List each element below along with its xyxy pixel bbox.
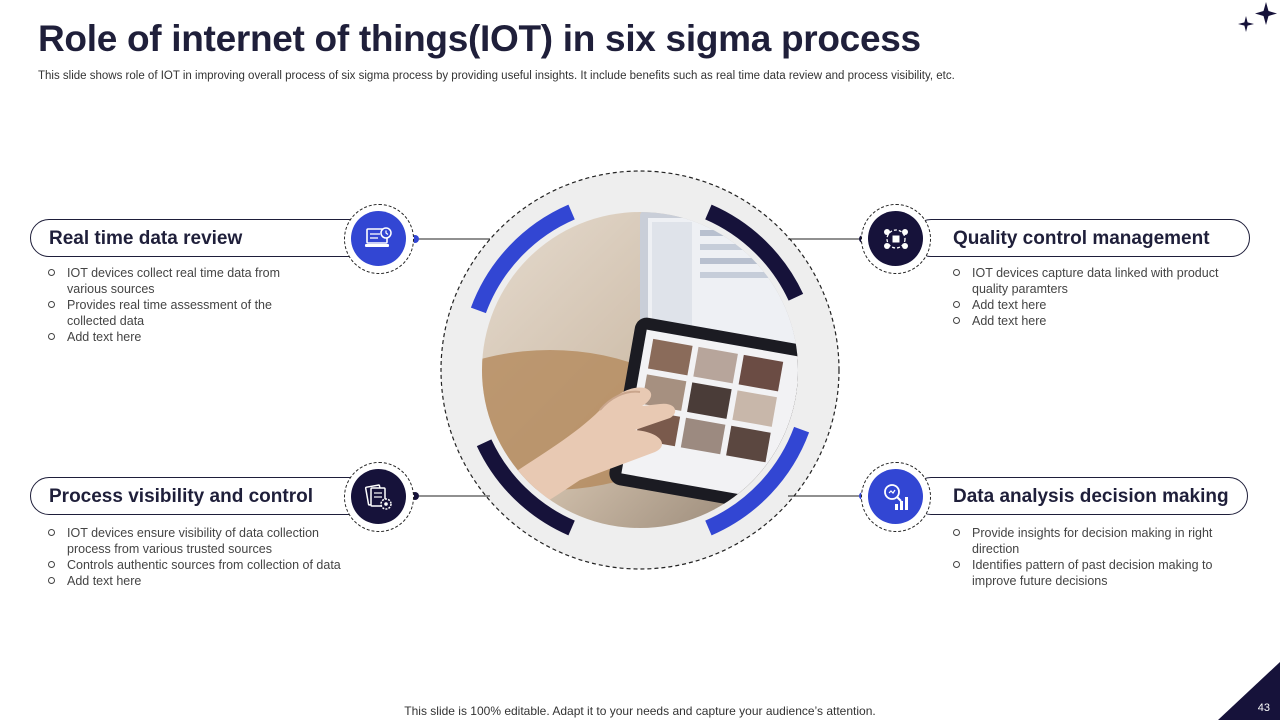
section-pill-real-time-data-review: Real time data review	[30, 219, 368, 257]
icon-badge-real-time	[344, 204, 414, 274]
connector-top-left	[411, 235, 490, 243]
section-label: Data analysis decision making	[953, 486, 1229, 507]
list-item: Add text here	[953, 313, 1253, 329]
page-number: 43	[1257, 702, 1270, 714]
list-item: Identifies pattern of past decision maki…	[953, 557, 1243, 589]
icon-badge-data-analysis	[861, 462, 931, 532]
list-item: Add text here	[48, 329, 318, 345]
list-item: IOT devices ensure visibility of data co…	[48, 525, 348, 557]
data-review-icon	[365, 227, 392, 247]
icon-badge-quality-control	[861, 204, 931, 274]
analysis-chart-icon	[884, 484, 908, 510]
list-item: Add text here	[48, 573, 348, 589]
slide-title: Role of internet of things(IOT) in six s…	[38, 18, 921, 59]
list-item: Provide insights for decision making in …	[953, 525, 1243, 557]
tablet-photo	[482, 212, 798, 528]
bullets-process-visibility: IOT devices ensure visibility of data co…	[48, 525, 348, 589]
connector-bottom-right	[788, 492, 867, 500]
section-pill-quality-control: Quality control management	[912, 219, 1250, 257]
connector-top-right	[788, 235, 867, 243]
section-label: Real time data review	[49, 228, 243, 249]
connector-bottom-left	[411, 492, 490, 500]
slide-subtitle: This slide shows role of IOT in improvin…	[38, 70, 955, 82]
icon-badge-process-visibility	[344, 462, 414, 532]
bullets-quality-control: IOT devices capture data linked with pro…	[953, 265, 1253, 329]
list-item: Add text here	[953, 297, 1253, 313]
documents-gear-icon	[364, 484, 392, 510]
list-item: IOT devices capture data linked with pro…	[953, 265, 1253, 297]
section-pill-data-analysis: Data analysis decision making	[912, 477, 1248, 515]
quality-network-icon	[884, 229, 908, 249]
list-item: IOT devices collect real time data from …	[48, 265, 318, 297]
section-label: Process visibility and control	[49, 486, 313, 507]
bullets-data-analysis: Provide insights for decision making in …	[953, 525, 1243, 589]
bullets-real-time: IOT devices collect real time data from …	[48, 265, 318, 345]
section-pill-process-visibility: Process visibility and control	[30, 477, 368, 515]
sparkle-icon	[1238, 2, 1277, 32]
slide-footer: This slide is 100% editable. Adapt it to…	[404, 704, 876, 718]
section-label: Quality control management	[953, 228, 1210, 249]
center-image-ring	[440, 170, 840, 570]
corner-triangle	[1218, 662, 1280, 720]
list-item: Provides real time assessment of the col…	[48, 297, 318, 329]
list-item: Controls authentic sources from collecti…	[48, 557, 348, 573]
